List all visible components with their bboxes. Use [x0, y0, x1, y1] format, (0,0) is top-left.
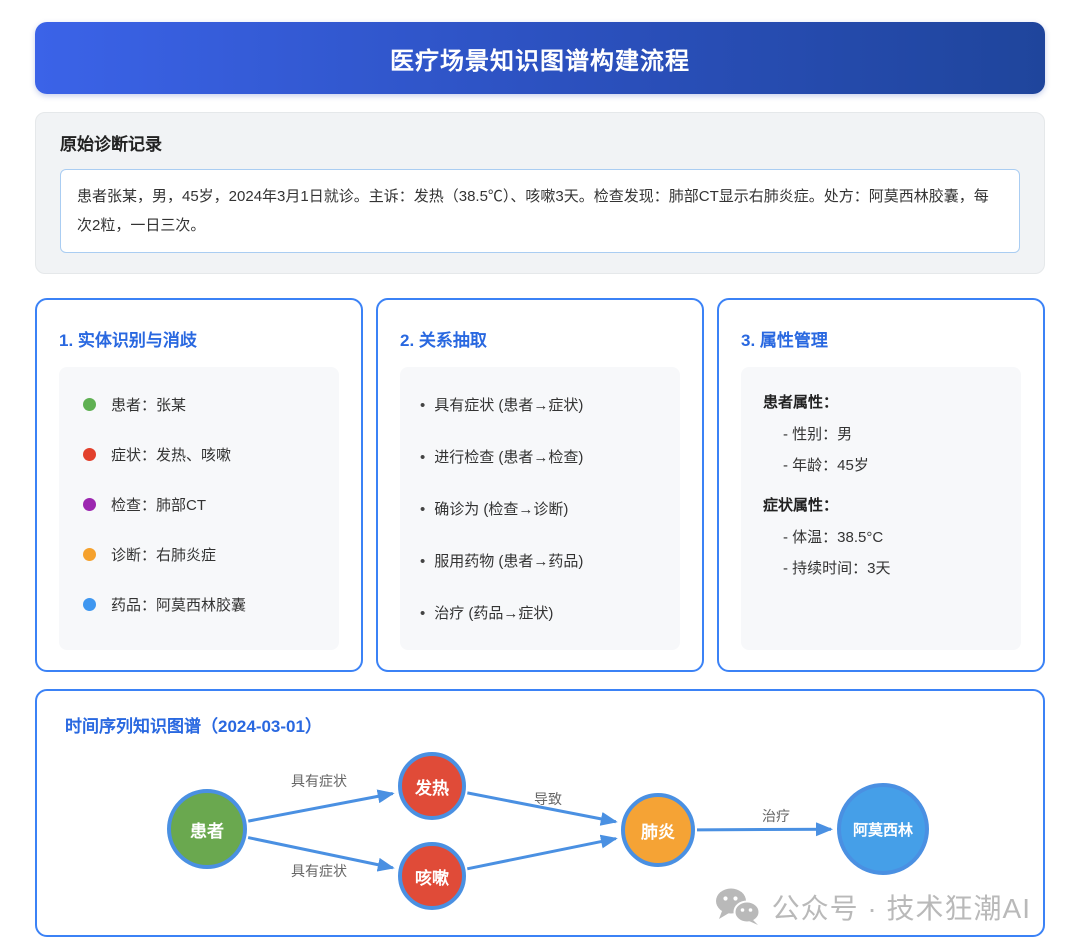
graph-node-fever: 发热 — [398, 752, 466, 820]
relation-item: 具有症状 (患者→症状) — [420, 394, 660, 415]
entity-item: 诊断：右肺炎症 — [83, 544, 315, 565]
wechat-icon — [715, 888, 761, 925]
attribute-group-patient: 患者属性： - 性别：男 - 年龄：45岁 — [763, 391, 999, 475]
relation-card: 2. 关系抽取 具有症状 (患者→症状) 进行检查 (患者→检查) 确诊为 (检… — [376, 298, 704, 672]
graph-edge — [466, 834, 618, 871]
page: 医疗场景知识图谱构建流程 原始诊断记录 患者张某，男，45岁，2024年3月1日… — [0, 0, 1080, 881]
graph-edge-label: 具有症状 — [291, 863, 347, 879]
entity-item-label: 症状：发热、咳嗽 — [111, 447, 232, 464]
entity-item-label: 检查：肺部CT — [111, 497, 206, 514]
graph-edge — [247, 789, 395, 823]
relation-list: 具有症状 (患者→症状) 进行检查 (患者→检查) 确诊为 (检查→诊断) 服用… — [400, 367, 680, 650]
watermark: 公众号 · 技术狂潮AI — [714, 887, 1031, 927]
entity-item-label: 患者：张某 — [111, 397, 187, 414]
graph-edge — [247, 836, 395, 872]
entity-card-title: 1. 实体识别与消歧 — [59, 331, 197, 350]
entity-dot-green-icon — [83, 398, 96, 411]
page-title: 医疗场景知识图谱构建流程 — [390, 47, 690, 75]
graph-edge-label: 具有症状 — [291, 773, 347, 789]
entity-item: 症状：发热、咳嗽 — [83, 444, 315, 465]
entity-item: 患者：张某 — [83, 394, 315, 415]
relation-item: 治疗 (药品→症状) — [420, 602, 660, 623]
entity-item: 检查：肺部CT — [83, 494, 315, 515]
entity-item-label: 诊断：右肺炎症 — [111, 547, 217, 564]
entity-dot-orange-icon — [83, 548, 96, 561]
graph-title: 时间序列知识图谱（2024-03-01） — [65, 717, 322, 736]
attribute-item: - 性别：男 — [783, 426, 853, 443]
entity-dot-red-icon — [83, 448, 96, 461]
entity-item-label: 药品：阿莫西林胶囊 — [111, 597, 247, 614]
attribute-card-title: 3. 属性管理 — [741, 331, 828, 350]
graph-edge — [696, 822, 834, 837]
relation-item: 进行检查 (患者→检查) — [420, 446, 660, 467]
relation-item: 服用药物 (患者→药品) — [420, 550, 660, 571]
attribute-group-title: 症状属性： — [763, 497, 839, 514]
graph-node-pneumonia: 肺炎 — [621, 793, 695, 867]
graph-node-patient: 患者 — [167, 789, 247, 869]
graph-edge — [467, 791, 618, 826]
knowledge-graph-card: 具有症状具有症状导致治疗 时间序列知识图谱（2024-03-01） 患者 发热 … — [35, 689, 1045, 937]
relation-card-title: 2. 关系抽取 — [400, 331, 487, 350]
attribute-group-title: 患者属性： — [763, 394, 839, 411]
attribute-item: - 持续时间：3天 — [783, 560, 891, 577]
entity-item: 药品：阿莫西林胶囊 — [83, 594, 315, 615]
entity-dot-blue-icon — [83, 598, 96, 611]
header-banner: 医疗场景知识图谱构建流程 — [35, 22, 1045, 94]
attribute-group-symptom: 症状属性： - 体温：38.5°C - 持续时间：3天 — [763, 494, 999, 578]
graph-edge-label: 治疗 — [762, 808, 790, 824]
graph-node-cough: 咳嗽 — [398, 842, 466, 910]
diagnosis-section: 原始诊断记录 患者张某，男，45岁，2024年3月1日就诊。主诉：发热（38.5… — [35, 112, 1045, 274]
entity-list: 患者：张某 症状：发热、咳嗽 检查：肺部CT 诊断：右肺炎症 药品：阿莫西林胶囊 — [59, 367, 339, 650]
attribute-card: 3. 属性管理 患者属性： - 性别：男 - 年龄：45岁 症状属性： - 体温… — [717, 298, 1045, 672]
watermark-text: 公众号 · 技术狂潮AI — [771, 893, 1031, 924]
attribute-item: - 体温：38.5°C — [783, 529, 884, 546]
graph-edge-label: 导致 — [534, 791, 562, 807]
diagnosis-title: 原始诊断记录 — [60, 135, 162, 154]
graph-node-amoxicillin: 阿莫西林 — [837, 783, 929, 875]
entity-card: 1. 实体识别与消歧 患者：张某 症状：发热、咳嗽 检查：肺部CT 诊断：右肺炎… — [35, 298, 363, 672]
entity-dot-purple-icon — [83, 498, 96, 511]
attribute-item: - 年龄：45岁 — [783, 457, 869, 474]
relation-item: 确诊为 (检查→诊断) — [420, 498, 660, 519]
steps-row: 1. 实体识别与消歧 患者：张某 症状：发热、咳嗽 检查：肺部CT 诊断：右肺炎… — [35, 298, 1045, 672]
diagnosis-text: 患者张某，男，45岁，2024年3月1日就诊。主诉：发热（38.5℃）、咳嗽3天… — [60, 169, 1020, 253]
attribute-panel: 患者属性： - 性别：男 - 年龄：45岁 症状属性： - 体温：38.5°C … — [741, 367, 1021, 650]
